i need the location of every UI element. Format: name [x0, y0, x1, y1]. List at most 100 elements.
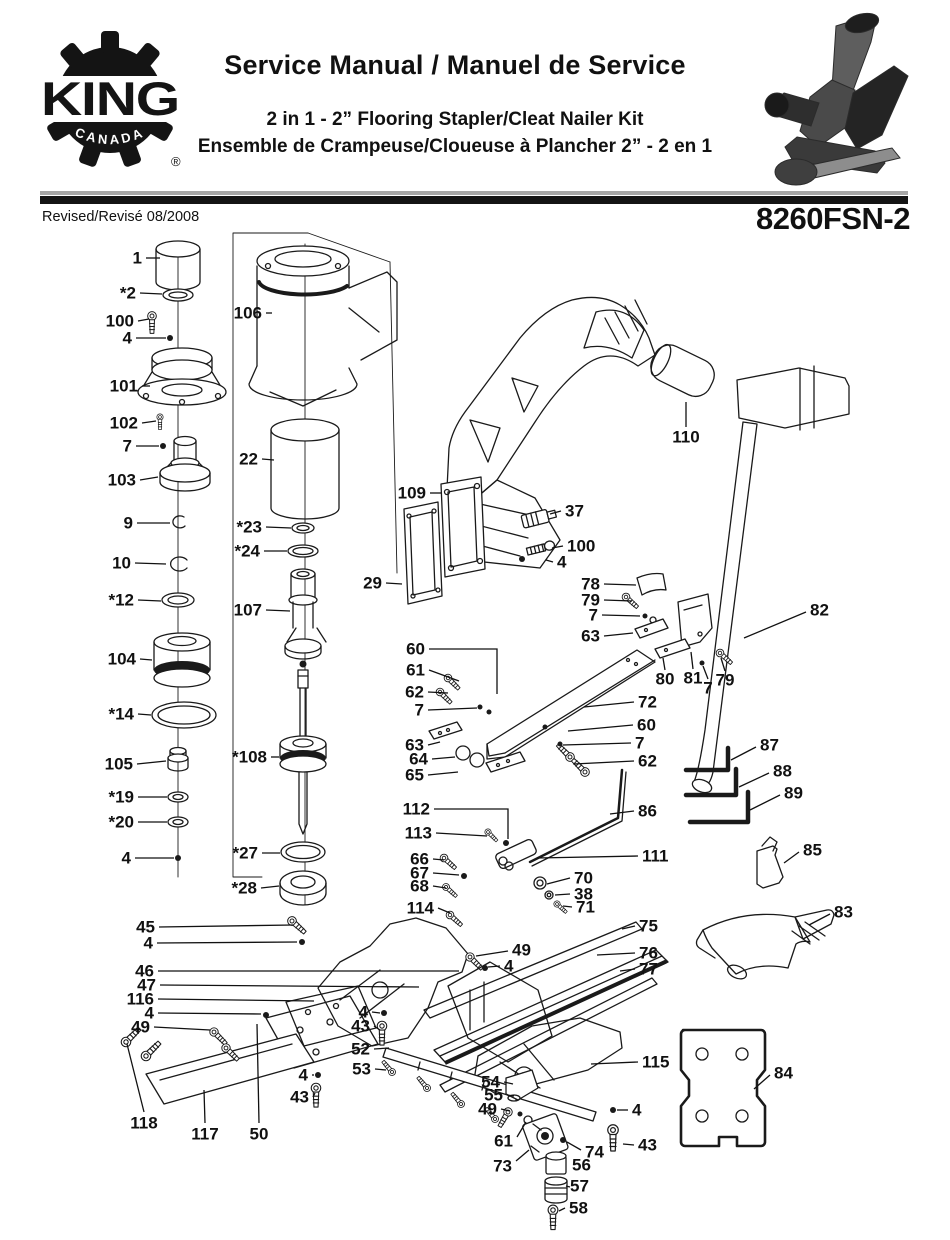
leader-line	[743, 611, 807, 639]
part-callout-58: 58	[569, 1199, 588, 1218]
leader-line	[435, 832, 488, 837]
part-callout-81: 81	[684, 669, 703, 688]
part-callout-4: 4	[145, 1004, 155, 1023]
leader-line	[749, 794, 781, 811]
part-callout-63: 63	[405, 736, 424, 755]
leader-line	[157, 998, 315, 1002]
part-callout-47: 47	[137, 976, 156, 995]
leader-line	[601, 614, 641, 617]
leader-line	[385, 582, 403, 585]
part-callout-77: 77	[639, 960, 658, 979]
part-callout-56: 56	[572, 1156, 591, 1175]
leader-line	[139, 476, 159, 481]
leader-line	[500, 1108, 511, 1112]
part-callout-45: 45	[136, 918, 155, 937]
leader-line	[738, 772, 770, 788]
part-callout-83: 83	[834, 903, 853, 922]
part-callout-4: 4	[632, 1101, 642, 1120]
part-callout-49: 49	[512, 941, 531, 960]
leader-line	[141, 420, 157, 424]
part-callout-76: 76	[639, 944, 658, 963]
part-callout-104: 104	[108, 650, 137, 669]
part-callout-49: 49	[131, 1018, 150, 1037]
part-callout-61: 61	[494, 1132, 513, 1151]
leader-line	[573, 760, 635, 765]
leader-line	[562, 742, 632, 746]
part-callout-37: 37	[565, 502, 584, 521]
part-callout-101: 101	[110, 377, 138, 396]
part-callout-4: 4	[144, 934, 154, 953]
part-callout-112: 112	[403, 800, 430, 819]
part-callout-43: 43	[638, 1136, 657, 1155]
part-callout-75: 75	[639, 917, 658, 936]
part-callout-64: 64	[409, 750, 428, 769]
part-callout-109: 109	[398, 484, 426, 503]
leader-line	[156, 941, 298, 944]
divider-black-bar	[40, 196, 908, 204]
part-callout-107: 107	[234, 601, 262, 620]
leader-line	[374, 1068, 387, 1071]
part-callout-106: 106	[234, 304, 262, 323]
part-callout-22: 22	[239, 450, 258, 469]
part-callout-57: 57	[570, 1177, 589, 1196]
part-callout-7: 7	[703, 679, 712, 698]
leader-line	[603, 583, 637, 586]
leader-line	[603, 599, 633, 602]
leader-line	[256, 1023, 260, 1124]
part-callout-23: *23	[236, 518, 262, 537]
part-callout-38: 38	[574, 885, 593, 904]
part-callout-27: *27	[232, 844, 258, 863]
part-callout-80: 80	[656, 670, 675, 689]
part-callout-7: 7	[589, 606, 598, 625]
leader-line	[437, 907, 451, 914]
leader-line	[153, 1026, 211, 1031]
part-callout-86: 86	[638, 802, 657, 821]
logo-brand-text: KING	[41, 72, 179, 125]
leader-line	[432, 885, 447, 889]
part-callout-103: 103	[108, 471, 136, 490]
leader-line	[134, 562, 167, 565]
part-callout-43: 43	[290, 1088, 309, 1107]
leader-line	[312, 1092, 316, 1098]
part-callout-79: 79	[581, 591, 600, 610]
product-subtitle: 2 in 1 - 2” Flooring Stapler/Cleat Naile…	[175, 107, 735, 160]
product-photo	[764, 12, 909, 186]
part-callout-67: 67	[410, 864, 429, 883]
part-callout-72: 72	[638, 693, 657, 712]
part-callout-111: 111	[642, 847, 669, 866]
part-callout-118: 118	[130, 1114, 157, 1133]
leader-line	[429, 648, 498, 694]
part-callout-28: *28	[231, 879, 257, 898]
part-callout-7: 7	[123, 437, 132, 456]
part-callout-49: 49	[478, 1100, 497, 1119]
leader-line	[265, 526, 292, 529]
leader-line	[136, 760, 167, 765]
leader-line	[567, 724, 634, 732]
leader-line	[551, 545, 564, 549]
part-callout-61: 61	[406, 661, 425, 680]
part-callout-4: 4	[299, 1066, 309, 1085]
registered-mark: ®	[171, 154, 181, 169]
leader-line	[730, 746, 757, 761]
leader-line	[137, 599, 162, 602]
leader-line	[427, 741, 441, 746]
leader-line	[427, 691, 449, 694]
page-title: Service Manual / Manuel de Service	[224, 50, 686, 80]
leader-line	[265, 609, 291, 612]
leader-line	[590, 1061, 639, 1065]
part-callout-100: 100	[567, 537, 595, 556]
leader-line	[475, 950, 509, 957]
model-number: 8260FSN-2	[755, 201, 911, 236]
part-callout-1: 1	[133, 249, 142, 268]
king-canada-logo: KING CANADA ®	[38, 31, 182, 169]
leader-line	[702, 665, 709, 680]
leader-line	[203, 1089, 206, 1124]
part-callout-7: 7	[635, 734, 644, 753]
leader-line	[373, 1047, 390, 1050]
leader-line	[428, 669, 460, 682]
part-callout-62: 62	[405, 683, 424, 702]
callout-layer: 1*210041011027103910*12104*14105*19*2041…	[105, 249, 853, 1218]
leader-line	[506, 1094, 515, 1097]
leader-line	[431, 756, 456, 760]
leader-line	[545, 559, 554, 563]
